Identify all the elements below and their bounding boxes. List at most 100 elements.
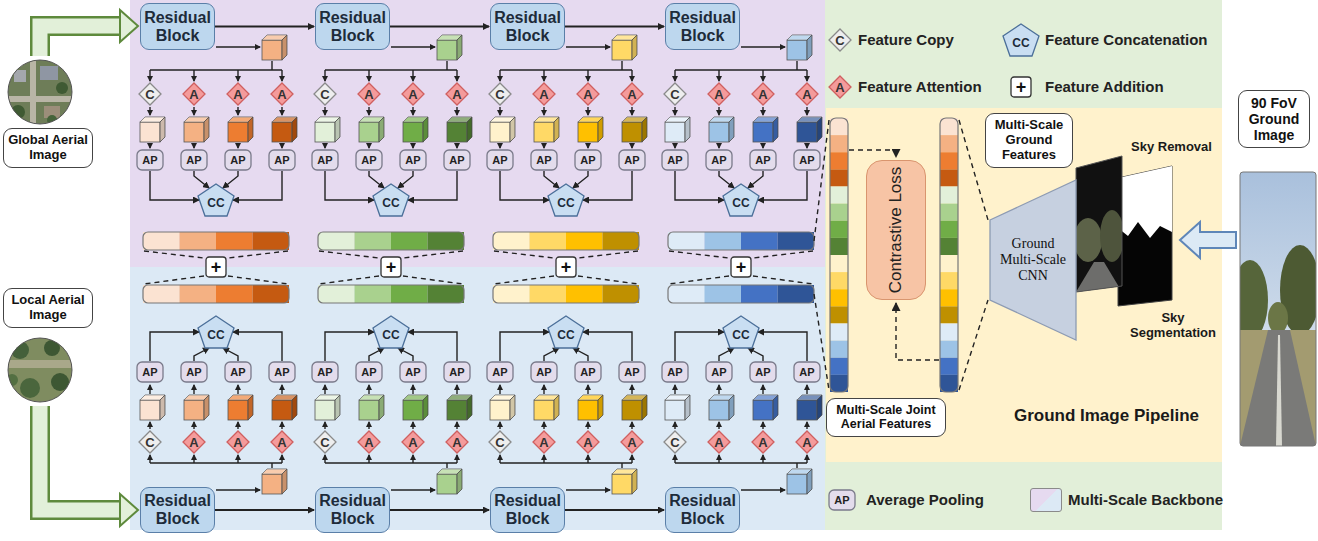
shape-fill bbox=[575, 150, 601, 170]
branch-arrow bbox=[762, 455, 763, 463]
box-text: CC bbox=[557, 197, 574, 209]
illustration-part bbox=[1240, 330, 1316, 446]
shape-fill bbox=[619, 362, 645, 382]
connector-arrow bbox=[758, 171, 807, 200]
shape-fill bbox=[487, 362, 513, 382]
legend-text: Multi-Scale Backbone bbox=[1068, 491, 1223, 508]
legend-text: Feature Copy bbox=[858, 31, 954, 48]
box-text: AP bbox=[230, 155, 245, 166]
connector-arrow bbox=[369, 348, 384, 361]
box-text: AP bbox=[317, 367, 332, 378]
illustration-part bbox=[120, 10, 138, 42]
shape-fill bbox=[444, 150, 470, 170]
illustration-part bbox=[44, 340, 60, 356]
block-output-arrow bbox=[216, 46, 260, 47]
average-pooling-symbol: AP bbox=[311, 149, 339, 171]
shape-fill bbox=[446, 83, 468, 105]
box-text: AP bbox=[317, 155, 332, 166]
feature-cube bbox=[665, 122, 685, 142]
average-pooling-symbol: AP bbox=[705, 149, 733, 171]
shape-fill bbox=[752, 431, 774, 453]
feature-cube bbox=[709, 400, 729, 420]
feature-cube bbox=[534, 122, 554, 142]
feature-vector bbox=[830, 255, 848, 272]
branch-arrow bbox=[237, 70, 238, 81]
illustration-part bbox=[0, 360, 80, 368]
feature-cube bbox=[335, 395, 340, 420]
legend-symbol: AP bbox=[828, 489, 856, 511]
shape-fill bbox=[227, 431, 249, 453]
feature-cube bbox=[379, 117, 384, 142]
shape-fill bbox=[139, 431, 161, 453]
branch-arrow bbox=[543, 143, 544, 148]
feature-addition-symbol: + bbox=[730, 256, 752, 278]
feature-vector bbox=[741, 285, 778, 303]
box-text: AP bbox=[361, 155, 376, 166]
legend-symbol: CC bbox=[1002, 23, 1040, 57]
box-text: AP bbox=[580, 155, 595, 166]
branch-arrow bbox=[237, 422, 238, 429]
feature-vector bbox=[216, 285, 253, 303]
branch-arrow bbox=[762, 422, 763, 429]
shape-fill bbox=[990, 180, 1076, 340]
feature-cube bbox=[228, 400, 248, 420]
feature-vector bbox=[830, 169, 848, 186]
feature-copy-symbol: C bbox=[138, 430, 162, 454]
addition-link bbox=[144, 276, 204, 284]
branch-arrow bbox=[456, 70, 457, 81]
average-pooling-symbol: AP bbox=[661, 149, 689, 171]
feature-cube bbox=[807, 469, 812, 494]
box-text: Residual Block bbox=[143, 9, 212, 44]
feature-cube bbox=[642, 395, 647, 420]
feature-cube bbox=[403, 400, 423, 420]
branch-arrow bbox=[631, 455, 632, 463]
box-text: A bbox=[802, 88, 811, 101]
branch-arrow bbox=[149, 385, 150, 394]
illustration-part bbox=[1268, 302, 1288, 334]
shape-fill bbox=[358, 431, 380, 453]
box-text: AP bbox=[492, 155, 507, 166]
feature-cube bbox=[490, 122, 510, 142]
branch-arrow bbox=[718, 143, 719, 148]
branch-arrow bbox=[456, 107, 457, 115]
feature-cube bbox=[817, 395, 822, 420]
branch-arrow bbox=[324, 143, 325, 148]
shape-fill bbox=[731, 257, 751, 277]
addition-link bbox=[144, 251, 204, 258]
feature-vector bbox=[830, 358, 848, 375]
feature-cube bbox=[490, 400, 510, 420]
feature-cube bbox=[160, 395, 165, 420]
branch-arrow bbox=[368, 455, 369, 463]
box-text: AP bbox=[186, 155, 201, 166]
feature-attention-symbol: A bbox=[532, 82, 556, 106]
feature-attention-symbol: A bbox=[576, 430, 600, 454]
shape-fill bbox=[198, 184, 234, 216]
feature-attention-symbol: A bbox=[226, 430, 250, 454]
pipeline-panel: Ground Image PipelineMulti-Scale Ground … bbox=[826, 108, 1222, 462]
feature-cube bbox=[467, 117, 472, 142]
box-text: CC bbox=[207, 329, 224, 341]
feature-cube bbox=[622, 122, 642, 142]
feature-vector bbox=[566, 285, 603, 303]
branch-arrow bbox=[281, 70, 282, 81]
box-text: AP bbox=[711, 155, 726, 166]
box-text: Residual Block bbox=[493, 492, 562, 527]
shape-fill bbox=[706, 150, 732, 170]
connector-arrow bbox=[150, 332, 199, 361]
shape-fill bbox=[750, 362, 776, 382]
block-output-arrow bbox=[391, 46, 435, 47]
feature-vector bbox=[705, 232, 742, 250]
shape-fill bbox=[1003, 24, 1039, 56]
branch-bracket bbox=[325, 61, 457, 70]
feature-vector bbox=[143, 232, 180, 250]
feature-copy-symbol: C bbox=[663, 82, 687, 106]
feature-cube bbox=[437, 40, 457, 60]
connector-arrow bbox=[675, 332, 724, 361]
shape-fill bbox=[533, 83, 555, 105]
feature-attention-symbol: A bbox=[357, 82, 381, 106]
legend-text: Average Pooling bbox=[866, 491, 984, 508]
shape-fill bbox=[1011, 77, 1031, 97]
box-text: Residual Block bbox=[143, 492, 212, 527]
feature-cube bbox=[578, 400, 598, 420]
image-caption: Sky Removal bbox=[1131, 140, 1212, 155]
